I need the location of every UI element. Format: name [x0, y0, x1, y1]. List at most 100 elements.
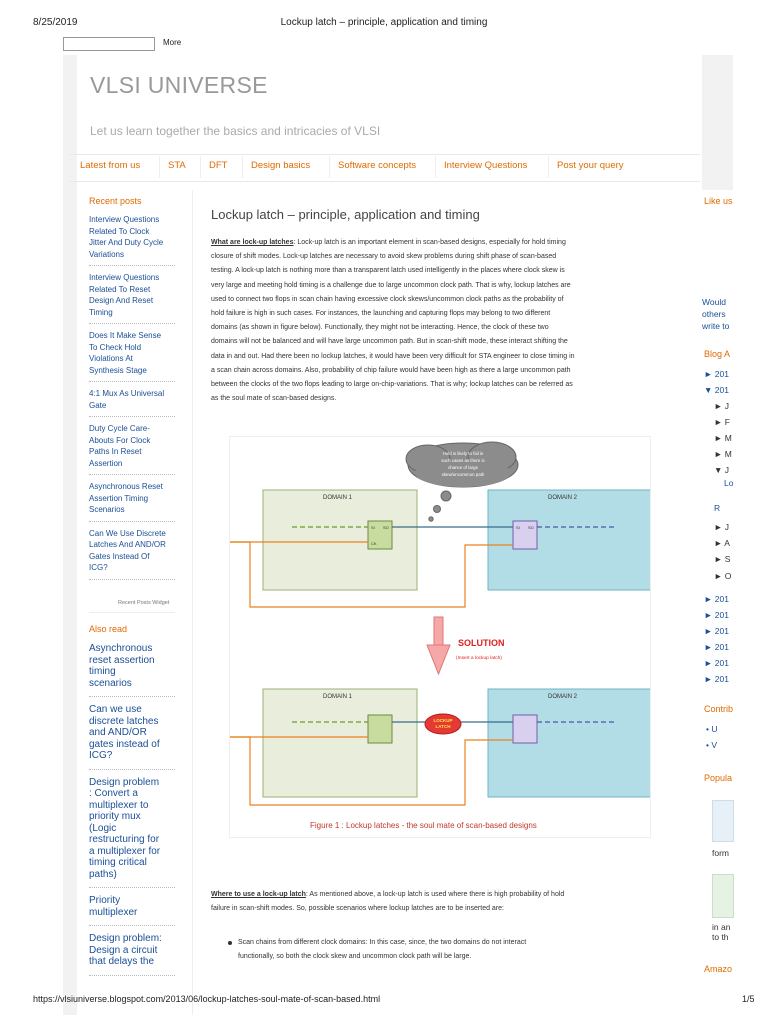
recent-post-divider — [89, 474, 175, 475]
nav-separator — [242, 156, 243, 178]
recent-post-line: Gates Instead Of — [89, 551, 150, 561]
solution-arrow-shaft — [433, 616, 444, 648]
archive-item[interactable]: ► 201 — [704, 610, 729, 620]
archive-item[interactable]: ► 201 — [704, 658, 729, 668]
flop2-so-label: SO — [528, 525, 534, 530]
archive-item[interactable]: ► O — [714, 571, 732, 581]
domain2-label-bottom: DOMAIN 2 — [548, 694, 578, 700]
bullet-line: Scan chains from different clock domains… — [238, 939, 527, 946]
also-read-line: discrete latches — [89, 715, 159, 727]
also-read-line: reset assertion — [89, 654, 155, 666]
archive-item[interactable]: ▼ 201 — [704, 385, 729, 395]
paragraph-line: domains (as shown in figure below). Func… — [211, 324, 549, 332]
archive-item[interactable]: ► J — [714, 401, 730, 411]
archive-item[interactable]: ► M — [714, 449, 732, 459]
bullet-dot — [228, 941, 232, 945]
also-read-line: : Convert a — [89, 788, 138, 799]
archive-item[interactable]: ► 201 — [704, 642, 729, 652]
also-read-line: multiplexer — [89, 906, 138, 918]
popular-post-thumbnail-1[interactable] — [712, 800, 734, 842]
post-paragraph-1: What are lock-up latches: Lock-up latch … — [211, 236, 693, 406]
like-us-heading: Like us — [704, 196, 733, 206]
also-read-line: scenarios — [89, 677, 132, 689]
cloud-text-1: Hold is likely to fail in — [443, 451, 484, 456]
nav-item-interview-questions[interactable]: Interview Questions — [444, 160, 528, 171]
archive-item[interactable]: R — [714, 503, 721, 513]
archive-item[interactable]: ► S — [714, 554, 731, 564]
domain2-label-top: DOMAIN 2 — [548, 495, 578, 501]
paragraph-line: domains will not be balanced and will ha… — [211, 338, 568, 346]
recent-post-line: Assertion Timing — [89, 493, 149, 503]
nav-item-latest-from-us[interactable]: Latest from us — [80, 160, 141, 171]
archive-item[interactable]: ► 201 — [704, 626, 729, 636]
archive-item[interactable]: ► J — [714, 522, 730, 532]
archive-item[interactable]: ► A — [714, 538, 730, 548]
recent-posts-widget-caption[interactable]: Recent Posts Widget — [118, 600, 170, 606]
site-title[interactable]: VLSI UNIVERSE — [90, 72, 268, 98]
also-read-line: ICG? — [89, 750, 113, 761]
popular-post-thumbnail-2[interactable] — [712, 874, 734, 918]
solution-sublabel: (Insert a lockup latch) — [456, 655, 502, 661]
contributor-link[interactable]: • V — [706, 740, 718, 750]
print-url: https://vlsiuniverse.blogspot.com/2013/0… — [33, 994, 381, 1004]
would-text-line: Would — [702, 297, 726, 307]
contributor-link[interactable]: • U — [706, 724, 718, 734]
paragraph-line: failure in scan-shift modes. So, possibl… — [211, 905, 504, 913]
also-read-line: Design a circuit — [89, 944, 158, 956]
popular-post-text-2[interactable]: in an — [712, 922, 731, 932]
popular-post-text-2[interactable]: to th — [712, 932, 729, 942]
nav-item-sta[interactable]: STA — [168, 160, 186, 171]
recent-post-line: Related To Clock — [89, 226, 150, 236]
also-read-divider — [89, 768, 175, 770]
paragraph-line: a scan chain across domains. Also, proba… — [211, 366, 571, 374]
recent-post-line: Paths In Reset — [89, 447, 142, 456]
recent-post-line: Assertion — [89, 458, 123, 468]
post-paragraph-2: Where to use a lock-up latch: As mention… — [211, 888, 693, 916]
domain2-box-bottom — [487, 688, 669, 798]
blogger-more-link[interactable]: More — [163, 38, 182, 47]
contributors-heading: Contrib — [704, 704, 734, 714]
archive-item[interactable]: ► M — [714, 433, 732, 443]
figure-diagram: DOMAIN 1 DOMAIN 2 Hold is likely to fail… — [230, 441, 669, 806]
solution-label: SOLUTION — [458, 638, 505, 648]
recent-post-divider — [89, 520, 175, 522]
archive-item[interactable]: Lo — [724, 478, 734, 488]
nav-item-post-your-query[interactable]: Post your query — [557, 160, 624, 171]
sidebar-divider — [89, 612, 175, 613]
blogger-search-input[interactable] — [63, 37, 155, 51]
nav-item-dft[interactable]: DFT — [209, 160, 228, 171]
blog-archive-heading: Blog A — [704, 349, 731, 359]
lockup-latch-shape — [424, 713, 462, 735]
archive-item[interactable]: ► 201 — [704, 674, 729, 684]
recent-post-line: Variations — [89, 249, 124, 259]
also-read-line: that delays the — [89, 956, 155, 967]
archive-item[interactable]: ► 201 — [704, 369, 729, 379]
paragraph-label: Where to use a lock-up latch — [211, 891, 306, 898]
domain1-box-top — [262, 489, 418, 591]
flop2-si-label: SI — [516, 525, 520, 530]
archive-item[interactable]: ► 201 — [704, 594, 729, 604]
nav-item-software-concepts[interactable]: Software concepts — [338, 160, 417, 171]
also-read-line: a multiplexer for — [89, 845, 161, 857]
popular-post-text-1[interactable]: form — [712, 848, 729, 858]
flop-launch-bottom — [367, 714, 393, 744]
archive-item[interactable]: ▼ J — [714, 465, 730, 475]
bullet-item-1: Scan chains from different clock domains… — [238, 936, 693, 964]
archive-item[interactable]: ► F — [714, 417, 730, 427]
would-text-line: others — [702, 309, 726, 319]
solution-arrow-head — [426, 644, 451, 676]
recent-post-divider — [89, 323, 175, 324]
nav-item-design-basics[interactable]: Design basics — [251, 160, 311, 171]
